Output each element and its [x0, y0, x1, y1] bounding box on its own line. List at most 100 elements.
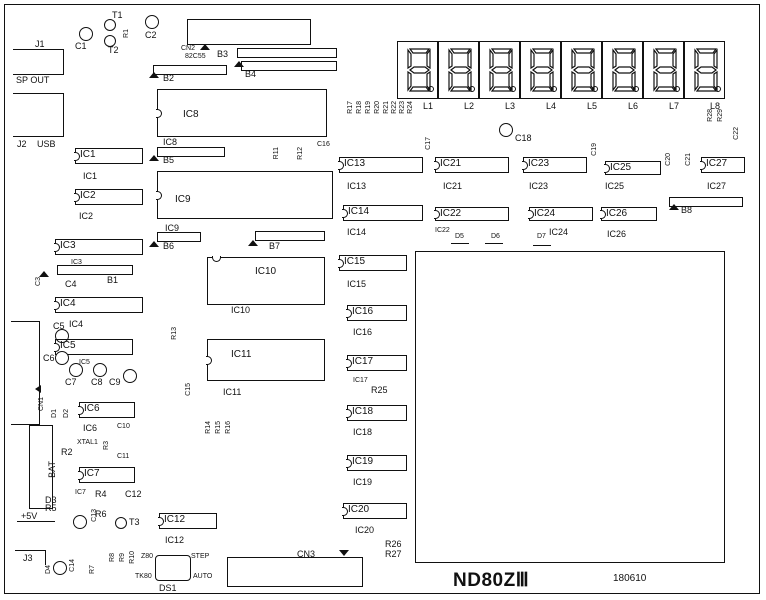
label-c19: C19	[591, 143, 598, 156]
label-j1: J1	[35, 39, 45, 49]
label-d1: D1	[51, 409, 58, 418]
label-b6: B6	[163, 241, 175, 251]
b7-marker-icon	[248, 240, 258, 246]
label-ic3-row: IC3	[71, 259, 82, 266]
seven-segment-digit-8	[684, 41, 725, 99]
label-c6: C6	[43, 353, 55, 363]
label-c17: C17	[425, 137, 432, 150]
ic26-chip: IC26	[600, 207, 657, 221]
mode-switch-ds1[interactable]	[155, 555, 191, 581]
label-r10: R10	[129, 551, 136, 564]
battery-holder	[29, 425, 53, 509]
label-led-6: L6	[628, 101, 639, 111]
label-ic4: IC4	[69, 319, 84, 329]
label-c12: C12	[125, 489, 142, 499]
connector-cn1-outline	[11, 321, 40, 425]
seven-segment-digit-6	[602, 41, 643, 99]
ic27-chip: IC27	[700, 157, 745, 173]
decimal-point-icon	[469, 86, 475, 92]
transistor-t1	[104, 19, 116, 31]
label-c22: C22	[733, 127, 740, 140]
decimal-point-icon	[715, 86, 721, 92]
label-ic17: IC17	[353, 377, 368, 384]
label-led-4: L4	[546, 101, 557, 111]
label-c18: C18	[515, 133, 532, 143]
label-ic22: IC22	[435, 227, 450, 234]
label-c16: C16	[317, 141, 330, 148]
ic14-chip: IC14	[342, 205, 423, 221]
label-j3: J3	[23, 553, 33, 563]
label-c8: C8	[91, 377, 103, 387]
board-date: 180610	[613, 573, 647, 584]
label-ic2: IC2	[79, 211, 94, 221]
label-r6: R6	[95, 509, 107, 519]
diode-d7-icon	[533, 245, 551, 246]
label-led-1: L1	[423, 101, 434, 111]
label-r2: R2	[61, 447, 73, 457]
diode-d5-icon	[451, 243, 469, 244]
label-ic24: IC24	[549, 227, 569, 237]
label-r29: R29	[717, 109, 724, 122]
label-r19: R19	[365, 101, 372, 114]
label-cn1: CN1	[38, 397, 45, 412]
label-led-5: L5	[587, 101, 598, 111]
label-c14: C14	[69, 559, 76, 572]
label-ic10-on-chip: IC10	[255, 266, 277, 277]
label-r21: R21	[383, 101, 390, 114]
ic22-chip: IC22	[434, 207, 509, 221]
label-d5: D5	[455, 233, 464, 240]
label-d7: D7	[537, 233, 546, 240]
label-r17: R17	[347, 101, 354, 114]
label-led-7: L7	[669, 101, 680, 111]
label-ic26: IC26	[607, 229, 627, 239]
label-r14: R14	[205, 421, 212, 434]
b6-marker-icon	[149, 241, 159, 247]
connector-j2-outline	[13, 93, 64, 137]
label-usb: USB	[37, 139, 56, 149]
ic19-chip: IC19	[346, 455, 407, 471]
label-d2: D2	[63, 409, 70, 418]
label-r28: R28	[707, 109, 714, 122]
label-b5: B5	[163, 155, 175, 165]
label-r11: R11	[273, 147, 280, 160]
label-ic20: IC20	[355, 525, 375, 535]
label-led-3: L3	[505, 101, 516, 111]
transistor-t3	[115, 517, 127, 529]
cn1-pin1-marker-icon	[35, 385, 41, 393]
resistor-array-b3	[237, 48, 337, 58]
label-ds1-z80: Z80	[141, 553, 154, 560]
label-c4: C4	[65, 279, 77, 289]
label-ic10: IC10	[231, 305, 251, 315]
label-r25: R25	[371, 385, 388, 395]
ic16-chip: IC16	[346, 305, 407, 321]
label-led-2: L2	[464, 101, 475, 111]
label-ds1-step: STEP	[191, 553, 210, 560]
label-b4: B4	[245, 69, 257, 79]
ic24-chip: IC24	[528, 207, 593, 221]
label-xtal1: XTAL1	[77, 439, 98, 446]
label-r9: R9	[119, 553, 126, 562]
label-r7: R7	[89, 565, 96, 574]
resistor-array-b7	[255, 231, 325, 241]
label-b7: B7	[269, 241, 281, 251]
label-r4: R4	[95, 489, 107, 499]
label-t1: T1	[112, 10, 123, 20]
label-c2: C2	[145, 30, 157, 40]
label-d4: D4	[45, 565, 52, 574]
resistor-array-b1	[57, 265, 133, 275]
label-c5: C5	[53, 321, 65, 331]
b2-marker-icon	[149, 72, 159, 78]
label-c9: C9	[109, 377, 121, 387]
ic17-chip: IC17	[346, 355, 407, 371]
ic12-chip: IC12	[158, 513, 217, 529]
label-c15: C15	[185, 383, 192, 396]
ic3-chip: IC3	[54, 239, 143, 255]
ic6-chip: IC6	[78, 402, 135, 418]
power-rail-line	[17, 521, 55, 522]
connector-j3-outline	[15, 550, 46, 565]
resistor-array-ic8-label-row	[157, 147, 225, 157]
ic21-chip: IC21	[434, 157, 509, 173]
decimal-point-icon	[633, 86, 639, 92]
label-ic7-small: IC7	[75, 489, 86, 496]
label-c13: C13	[91, 509, 98, 522]
